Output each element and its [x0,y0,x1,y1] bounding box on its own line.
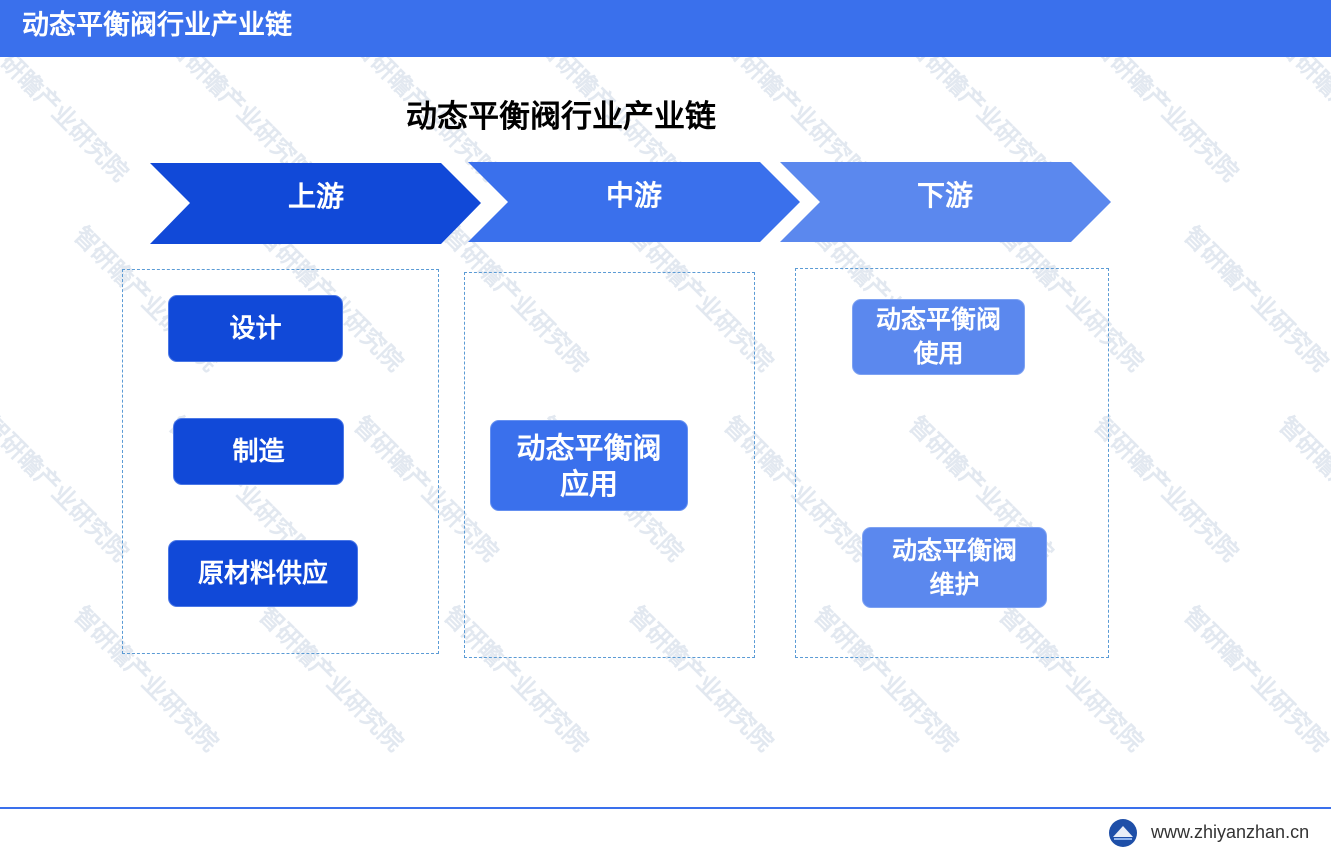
node-valve-usage: 动态平衡阀 使用 [852,299,1025,375]
node-valve-maintenance-line2: 维护 [929,569,980,599]
node-valve-usage-line1: 动态平衡阀 [875,305,1001,334]
stage-label-upstream: 上游 [287,180,344,213]
node-manufacturing-label: 制造 [232,436,285,467]
downstream-frame [795,268,1109,658]
zhiyanzhan-logo-icon [1109,819,1137,847]
node-valve-usage-line2: 使用 [913,339,964,368]
header-bar: 动态平衡阀行业产业链 [0,0,1331,57]
midstream-frame [464,272,755,658]
upstream-frame [122,269,439,654]
header-title: 动态平衡阀行业产业链 [22,10,292,41]
footer-url[interactable]: www.zhiyanzhan.cn [1151,822,1310,842]
node-design-label: 设计 [229,313,282,344]
node-valve-maintenance-line1: 动态平衡阀 [891,535,1017,565]
upstream-chevron [150,163,481,244]
footer-divider [0,807,1331,809]
diagram-title: 动态平衡阀行业产业链 [406,99,716,135]
stage-label-downstream: 下游 [916,179,973,212]
midstream-chevron [468,162,800,242]
node-manufacturing: 制造 [173,418,344,485]
node-valve-application-line2: 应用 [559,466,618,501]
node-design: 设计 [168,295,343,362]
stage-label-midstream: 中游 [605,179,662,212]
node-valve-application: 动态平衡阀 应用 [490,420,688,511]
node-raw-material-supply: 原材料供应 [168,540,358,607]
node-valve-application-line1: 动态平衡阀 [516,430,662,465]
node-raw-material-supply-label: 原材料供应 [197,558,328,589]
node-valve-maintenance: 动态平衡阀 维护 [862,527,1047,608]
downstream-chevron [780,162,1111,242]
